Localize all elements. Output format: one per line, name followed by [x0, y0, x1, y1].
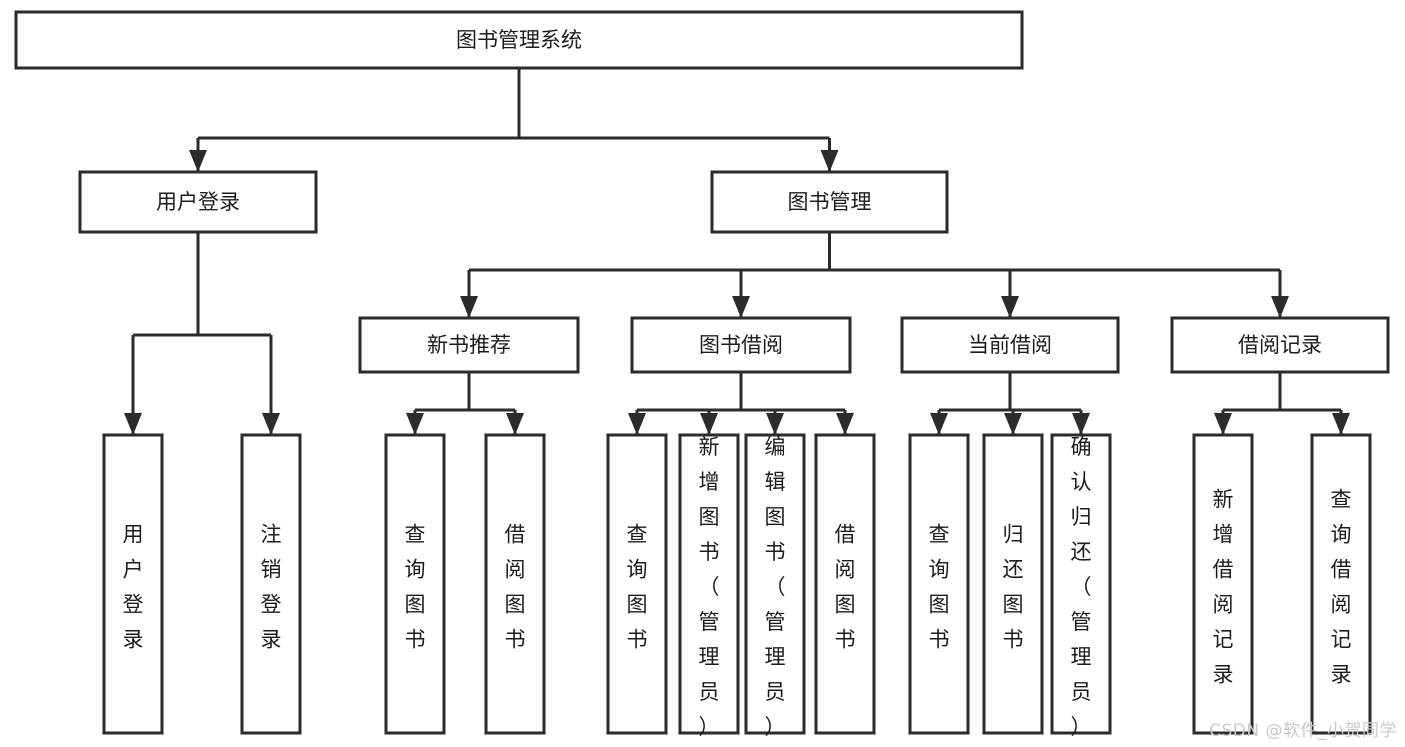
node-root[interactable]: 图书管理系统	[14, 10, 1024, 70]
node-box-bb-query-book	[606, 433, 668, 735]
arrow-head-icon-book-borrow	[732, 296, 750, 318]
node-book-borrow[interactable]: 图书借阅	[630, 316, 852, 374]
arrow-head-icon-nbr-query-book	[406, 413, 424, 435]
node-label-bb-borrow-book: 借阅图书	[835, 522, 856, 651]
node-bb-add-book[interactable]: 新增图书（管理员）	[678, 433, 740, 739]
node-bb-query-book[interactable]: 查询图书	[606, 433, 668, 735]
node-current-borrow[interactable]: 当前借阅	[900, 316, 1120, 374]
node-box-book-manage	[710, 170, 949, 234]
node-label-cb-return-book: 归还图书	[1003, 522, 1024, 651]
node-box-current-borrow	[900, 316, 1120, 374]
node-user-login[interactable]: 用户登录	[78, 170, 318, 234]
node-box-nbr-borrow-book	[484, 433, 546, 735]
node-box-br-query-record	[1310, 433, 1372, 735]
arrow-head-icon-bb-borrow-book	[836, 413, 854, 435]
node-box-borrow-record	[1170, 316, 1390, 374]
node-label-bb-add-book: 新增图书（管理员）	[699, 435, 720, 739]
node-cb-confirm-return[interactable]: 确认归还（管理员）	[1050, 433, 1112, 739]
node-box-cb-query-book	[908, 433, 970, 735]
node-label-current-borrow: 当前借阅	[968, 333, 1052, 357]
node-label-bb-query-book: 查询图书	[627, 522, 648, 651]
arrow-head-icon-br-add-record	[1214, 413, 1232, 435]
arrow-head-icon-borrow-record	[1271, 296, 1289, 318]
node-box-user-login	[78, 170, 318, 234]
node-cb-query-book[interactable]: 查询图书	[908, 433, 970, 735]
node-label-br-add-record: 新增借阅记录	[1213, 487, 1234, 686]
arrow-head-icon-current-borrow	[1001, 296, 1019, 318]
node-label-bb-edit-book: 编辑图书（管理员）	[765, 435, 786, 739]
csdn-watermark: CSDN @软件_小贺同学	[1209, 721, 1397, 741]
arrow-head-icon-br-query-record	[1332, 413, 1350, 435]
arrow-head-icon-bb-add-book	[700, 413, 718, 435]
node-label-leaf-user-login: 用户登录	[123, 522, 144, 651]
arrow-head-icon-new-book-rec	[460, 296, 478, 318]
node-nbr-query-book[interactable]: 查询图书	[384, 433, 446, 735]
node-box-book-borrow	[630, 316, 852, 374]
node-nbr-borrow-book[interactable]: 借阅图书	[484, 433, 546, 735]
node-label-nbr-borrow-book: 借阅图书	[505, 522, 526, 651]
node-box-bb-borrow-book	[814, 433, 876, 735]
node-box-bb-add-book	[678, 433, 740, 735]
node-book-manage[interactable]: 图书管理	[710, 170, 949, 234]
node-label-book-borrow: 图书借阅	[699, 333, 783, 357]
node-leaf-user-login[interactable]: 用户登录	[102, 433, 164, 735]
node-box-leaf-user-login	[102, 433, 164, 735]
node-borrow-record[interactable]: 借阅记录	[1170, 316, 1390, 374]
node-box-nbr-query-book	[384, 433, 446, 735]
arrow-head-icon-cb-return-book	[1004, 413, 1022, 435]
diagram-nodes-layer: 图书管理系统用户登录用户登录注销登录图书管理新书推荐查询图书借阅图书图书借阅查询…	[14, 10, 1390, 739]
arrow-head-icon-user-login	[189, 150, 207, 172]
node-box-new-book-rec	[358, 316, 580, 374]
node-label-new-book-rec: 新书推荐	[427, 333, 511, 357]
arrow-head-icon-cb-confirm-return	[1072, 413, 1090, 435]
node-box-cb-confirm-return	[1050, 433, 1112, 735]
node-label-borrow-record: 借阅记录	[1238, 333, 1322, 357]
node-label-nbr-query-book: 查询图书	[405, 522, 426, 651]
arrow-head-icon-leaf-user-login	[124, 413, 142, 435]
connector-edges-layer	[124, 68, 1350, 435]
node-cb-return-book[interactable]: 归还图书	[982, 433, 1044, 735]
node-label-cb-query-book: 查询图书	[929, 522, 950, 651]
node-bb-borrow-book[interactable]: 借阅图书	[814, 433, 876, 735]
node-label-user-login: 用户登录	[156, 190, 240, 214]
node-br-query-record[interactable]: 查询借阅记录	[1310, 433, 1372, 735]
arrow-head-icon-nbr-borrow-book	[506, 413, 524, 435]
node-new-book-rec[interactable]: 新书推荐	[358, 316, 580, 374]
node-label-root: 图书管理系统	[456, 28, 582, 52]
node-label-br-query-record: 查询借阅记录	[1331, 487, 1352, 686]
node-label-book-manage: 图书管理	[788, 190, 872, 214]
node-box-root	[14, 10, 1024, 70]
node-br-add-record[interactable]: 新增借阅记录	[1192, 433, 1254, 735]
node-box-cb-return-book	[982, 433, 1044, 735]
arrow-head-icon-book-manage	[820, 150, 839, 172]
node-label-leaf-user-logout: 注销登录	[261, 522, 282, 651]
arrow-head-icon-cb-query-book	[930, 413, 948, 435]
node-leaf-user-logout[interactable]: 注销登录	[240, 433, 302, 735]
node-bb-edit-book[interactable]: 编辑图书（管理员）	[744, 433, 806, 739]
arrow-head-icon-bb-query-book	[628, 413, 646, 435]
node-label-cb-confirm-return: 确认归还（管理员）	[1071, 435, 1092, 739]
node-box-bb-edit-book	[744, 433, 806, 735]
arrow-head-icon-bb-edit-book	[766, 413, 784, 435]
arrow-head-icon-leaf-user-logout	[262, 413, 280, 435]
node-box-leaf-user-logout	[240, 433, 302, 735]
node-box-br-add-record	[1192, 433, 1254, 735]
